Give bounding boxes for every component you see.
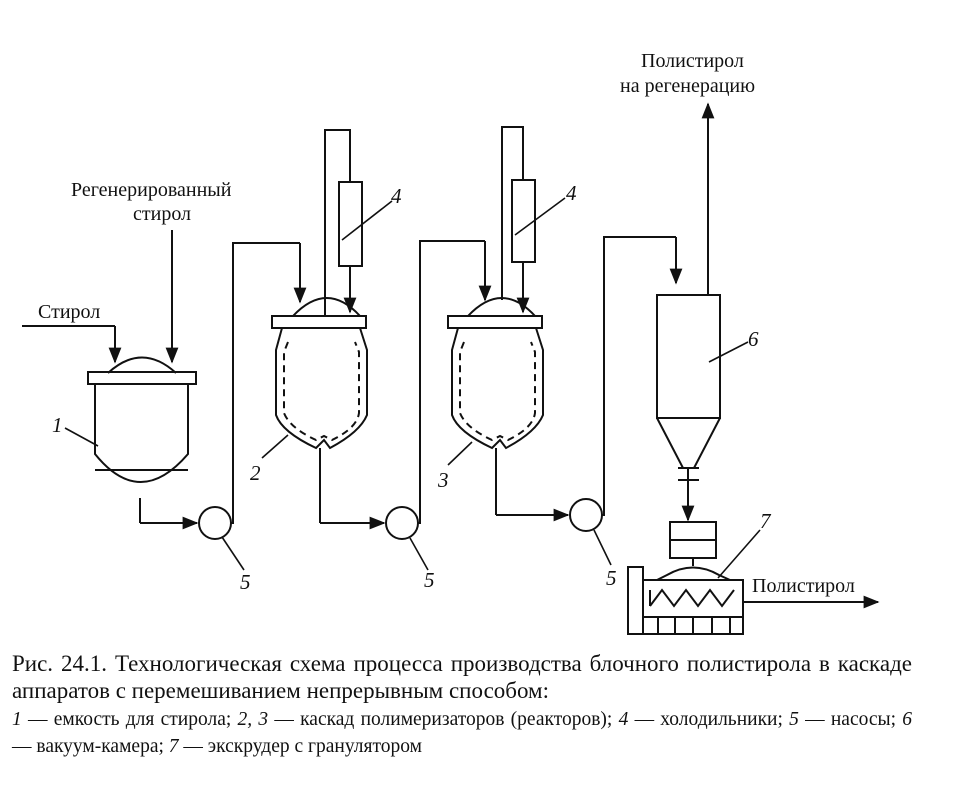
num-cooler-4b: 4 bbox=[566, 181, 577, 205]
pump-5b bbox=[385, 506, 419, 540]
legend-text: — емкость для стирола; bbox=[21, 709, 238, 730]
num-extruder: 7 bbox=[760, 509, 772, 533]
num-reactor-2: 2 bbox=[250, 461, 261, 485]
figure-caption: Рис. 24.1. Технологическая схема процесс… bbox=[12, 650, 912, 760]
label-regenerated-styrene-line1: Регенерированный bbox=[71, 179, 232, 201]
cooler-4a bbox=[324, 129, 363, 316]
label-regenerated-styrene-line2: стирол bbox=[133, 203, 191, 225]
caption-title: Рис. 24.1. Технологическая схема процесс… bbox=[12, 651, 912, 703]
vacuum-chamber bbox=[656, 294, 721, 522]
num-pump-5c: 5 bbox=[606, 566, 617, 590]
legend-text: — каскад полимеризаторов (реакторов); bbox=[268, 709, 619, 730]
pump-5a bbox=[198, 506, 232, 540]
legend-num: 4 bbox=[618, 709, 629, 730]
label-polystyrene-out: Полистирол bbox=[752, 575, 855, 597]
num-cooler-4a: 4 bbox=[391, 184, 402, 208]
extruder-granulator bbox=[627, 521, 744, 635]
legend-num: 7 bbox=[168, 736, 179, 757]
legend-text: — вакуум-камера; bbox=[12, 736, 169, 757]
num-vacuum-chamber: 6 bbox=[748, 327, 759, 351]
label-polystyrene-regen-line2: на регенерацию bbox=[620, 75, 755, 97]
pipelines bbox=[22, 102, 880, 609]
cooler-4b bbox=[501, 126, 536, 314]
num-pump-5b: 5 bbox=[424, 568, 435, 592]
num-pump-5a: 5 bbox=[240, 570, 251, 594]
leader-lines bbox=[64, 197, 761, 579]
legend-text: — холодильники; bbox=[628, 709, 790, 730]
legend-num: 1 bbox=[12, 709, 22, 730]
pump-5c bbox=[569, 498, 603, 532]
legend-num: 6 bbox=[902, 709, 913, 730]
num-reactor-3: 3 bbox=[437, 468, 449, 492]
legend-text: — экскрудер с гранулятором bbox=[178, 736, 422, 757]
legend-text: — насосы; bbox=[798, 709, 903, 730]
legend-num: 2, 3 bbox=[237, 709, 269, 730]
caption-legend: 1 — емкость для стирола; 2, 3 — каскад п… bbox=[12, 706, 912, 760]
num-tank: 1 bbox=[52, 413, 63, 437]
reactor-3 bbox=[447, 297, 544, 450]
label-polystyrene-regen-line1: Полистирол bbox=[641, 50, 744, 72]
styrene-tank bbox=[87, 356, 197, 483]
legend-num: 5 bbox=[789, 709, 799, 730]
reactor-2 bbox=[271, 297, 368, 450]
label-styrene-feed: Стирол bbox=[38, 301, 100, 323]
